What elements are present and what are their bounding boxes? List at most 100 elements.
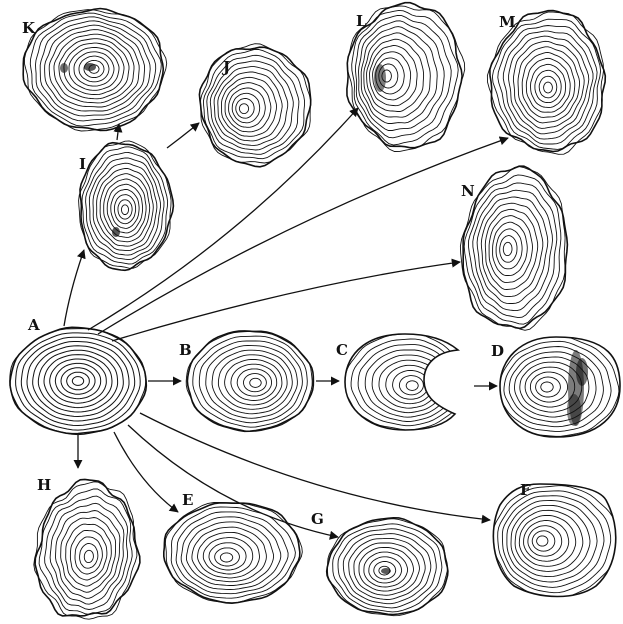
hilum-mark bbox=[576, 358, 588, 386]
ring bbox=[165, 503, 302, 603]
ring bbox=[16, 333, 141, 430]
grain-g bbox=[327, 518, 448, 616]
ring bbox=[231, 364, 277, 400]
ring bbox=[225, 360, 282, 405]
grain-outline bbox=[10, 327, 146, 433]
ring bbox=[528, 526, 562, 557]
ring bbox=[220, 553, 232, 562]
ring bbox=[531, 64, 566, 107]
hilum-mark bbox=[374, 64, 386, 92]
grain-d bbox=[494, 336, 620, 437]
ring bbox=[500, 236, 517, 263]
grain-k bbox=[23, 9, 167, 132]
ring bbox=[171, 507, 295, 598]
ring bbox=[244, 374, 267, 392]
label-n: N bbox=[461, 182, 475, 200]
ring bbox=[502, 496, 604, 588]
ring bbox=[489, 216, 532, 283]
grain-C-rings bbox=[344, 333, 464, 430]
arrow-a-to-e bbox=[114, 432, 178, 512]
label-a: A bbox=[27, 316, 40, 334]
ring bbox=[25, 10, 167, 131]
label-j: J bbox=[221, 58, 230, 76]
grain-E-rings bbox=[165, 503, 302, 603]
ring bbox=[84, 550, 93, 562]
ring bbox=[541, 382, 553, 392]
ring bbox=[72, 377, 83, 386]
ring bbox=[36, 17, 156, 121]
grain-b bbox=[186, 331, 313, 432]
ring bbox=[359, 21, 445, 131]
ring bbox=[27, 342, 129, 422]
label-f: F bbox=[520, 481, 531, 499]
arrow-a-to-n bbox=[112, 262, 460, 341]
grain-J-rings bbox=[201, 44, 311, 163]
ring bbox=[66, 524, 112, 586]
ring bbox=[207, 55, 299, 154]
label-l: L bbox=[356, 12, 367, 30]
arrow-i-to-j bbox=[167, 123, 199, 148]
hilum-mark bbox=[381, 568, 391, 574]
ring bbox=[544, 82, 553, 93]
ring bbox=[56, 511, 120, 599]
ring bbox=[61, 518, 116, 593]
ring bbox=[515, 510, 583, 571]
grain-a bbox=[10, 327, 147, 434]
ring bbox=[44, 355, 112, 408]
ring bbox=[473, 190, 553, 310]
grain-n bbox=[460, 166, 567, 330]
label-c: C bbox=[336, 341, 348, 359]
ring bbox=[239, 104, 248, 114]
ring bbox=[499, 341, 611, 431]
grain-m bbox=[487, 11, 605, 155]
ring bbox=[503, 242, 512, 255]
ring bbox=[97, 168, 154, 246]
ring bbox=[507, 501, 597, 583]
label-g: G bbox=[311, 510, 324, 528]
ring bbox=[406, 381, 418, 391]
grain-h bbox=[34, 479, 140, 619]
ring bbox=[80, 544, 98, 569]
arrow-a-to-i bbox=[64, 250, 84, 326]
ring bbox=[532, 531, 555, 551]
hilum-mark bbox=[84, 63, 96, 71]
grain-outline bbox=[199, 47, 310, 167]
ring bbox=[122, 205, 129, 215]
label-d: D bbox=[491, 342, 504, 360]
grain-outline bbox=[80, 143, 173, 271]
grain-F-rings bbox=[493, 486, 617, 598]
ring bbox=[250, 378, 262, 387]
ring bbox=[55, 363, 100, 398]
ring bbox=[67, 372, 90, 390]
ring bbox=[537, 536, 548, 546]
ring bbox=[111, 190, 139, 229]
label-i: I bbox=[79, 155, 86, 173]
ring bbox=[379, 360, 439, 408]
ring bbox=[344, 333, 464, 430]
label-m: M bbox=[499, 13, 516, 31]
ring bbox=[70, 530, 107, 580]
ring bbox=[399, 376, 423, 395]
ring bbox=[509, 36, 589, 134]
grain-e bbox=[164, 503, 302, 604]
ring bbox=[204, 50, 305, 159]
ring bbox=[107, 184, 142, 233]
ring bbox=[50, 359, 107, 403]
hilum-mark bbox=[112, 227, 120, 237]
ring bbox=[215, 548, 240, 566]
hilum-mark bbox=[567, 394, 581, 426]
ring bbox=[485, 209, 537, 289]
ring bbox=[198, 532, 260, 578]
label-k: K bbox=[22, 19, 36, 37]
label-e: E bbox=[182, 491, 193, 509]
grain-f bbox=[493, 484, 617, 598]
ring bbox=[526, 58, 570, 112]
ring bbox=[352, 10, 459, 145]
ring bbox=[536, 377, 561, 397]
ring bbox=[513, 41, 584, 128]
ring bbox=[539, 76, 557, 98]
grain-i bbox=[79, 141, 174, 270]
ring bbox=[118, 200, 132, 219]
ring bbox=[33, 346, 124, 417]
